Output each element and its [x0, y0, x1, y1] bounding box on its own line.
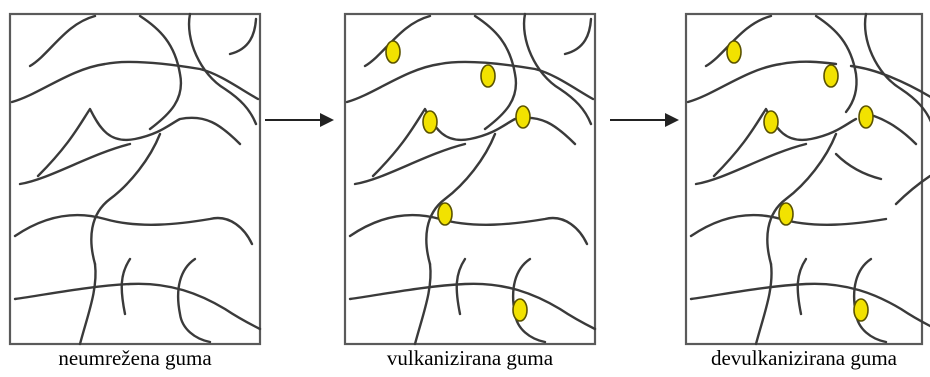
caption-vulcanized: vulkanizirana guma — [386, 346, 554, 370]
caption-devulcanized: devulkanizirana guma — [710, 346, 897, 370]
crosslink-dot — [422, 110, 438, 134]
crosslink-dot — [437, 202, 453, 226]
crosslink-dot — [778, 202, 794, 226]
crosslink-dot — [512, 298, 528, 322]
crosslink-dot — [858, 105, 874, 129]
crosslink-dot — [480, 64, 496, 88]
caption-unvulcanized: neumrežena guma — [58, 346, 212, 370]
panel-vulcanized — [343, 12, 597, 346]
process-arrow-1 — [265, 113, 334, 127]
crosslink-dot — [515, 105, 531, 129]
process-arrow-2 — [610, 113, 679, 127]
panel-frame — [343, 12, 597, 346]
crosslinks — [726, 40, 874, 322]
crosslink-dot — [823, 64, 839, 88]
crosslink-dot — [763, 110, 779, 134]
crosslinks — [385, 40, 531, 322]
crosslink-dot — [853, 298, 869, 322]
crosslink-dot — [385, 40, 401, 64]
panel-devulcanized — [684, 12, 930, 346]
panel-frame — [684, 12, 924, 346]
panel-unvulcanized — [8, 12, 262, 346]
panel-frame — [8, 12, 262, 346]
crosslink-dot — [726, 40, 742, 64]
